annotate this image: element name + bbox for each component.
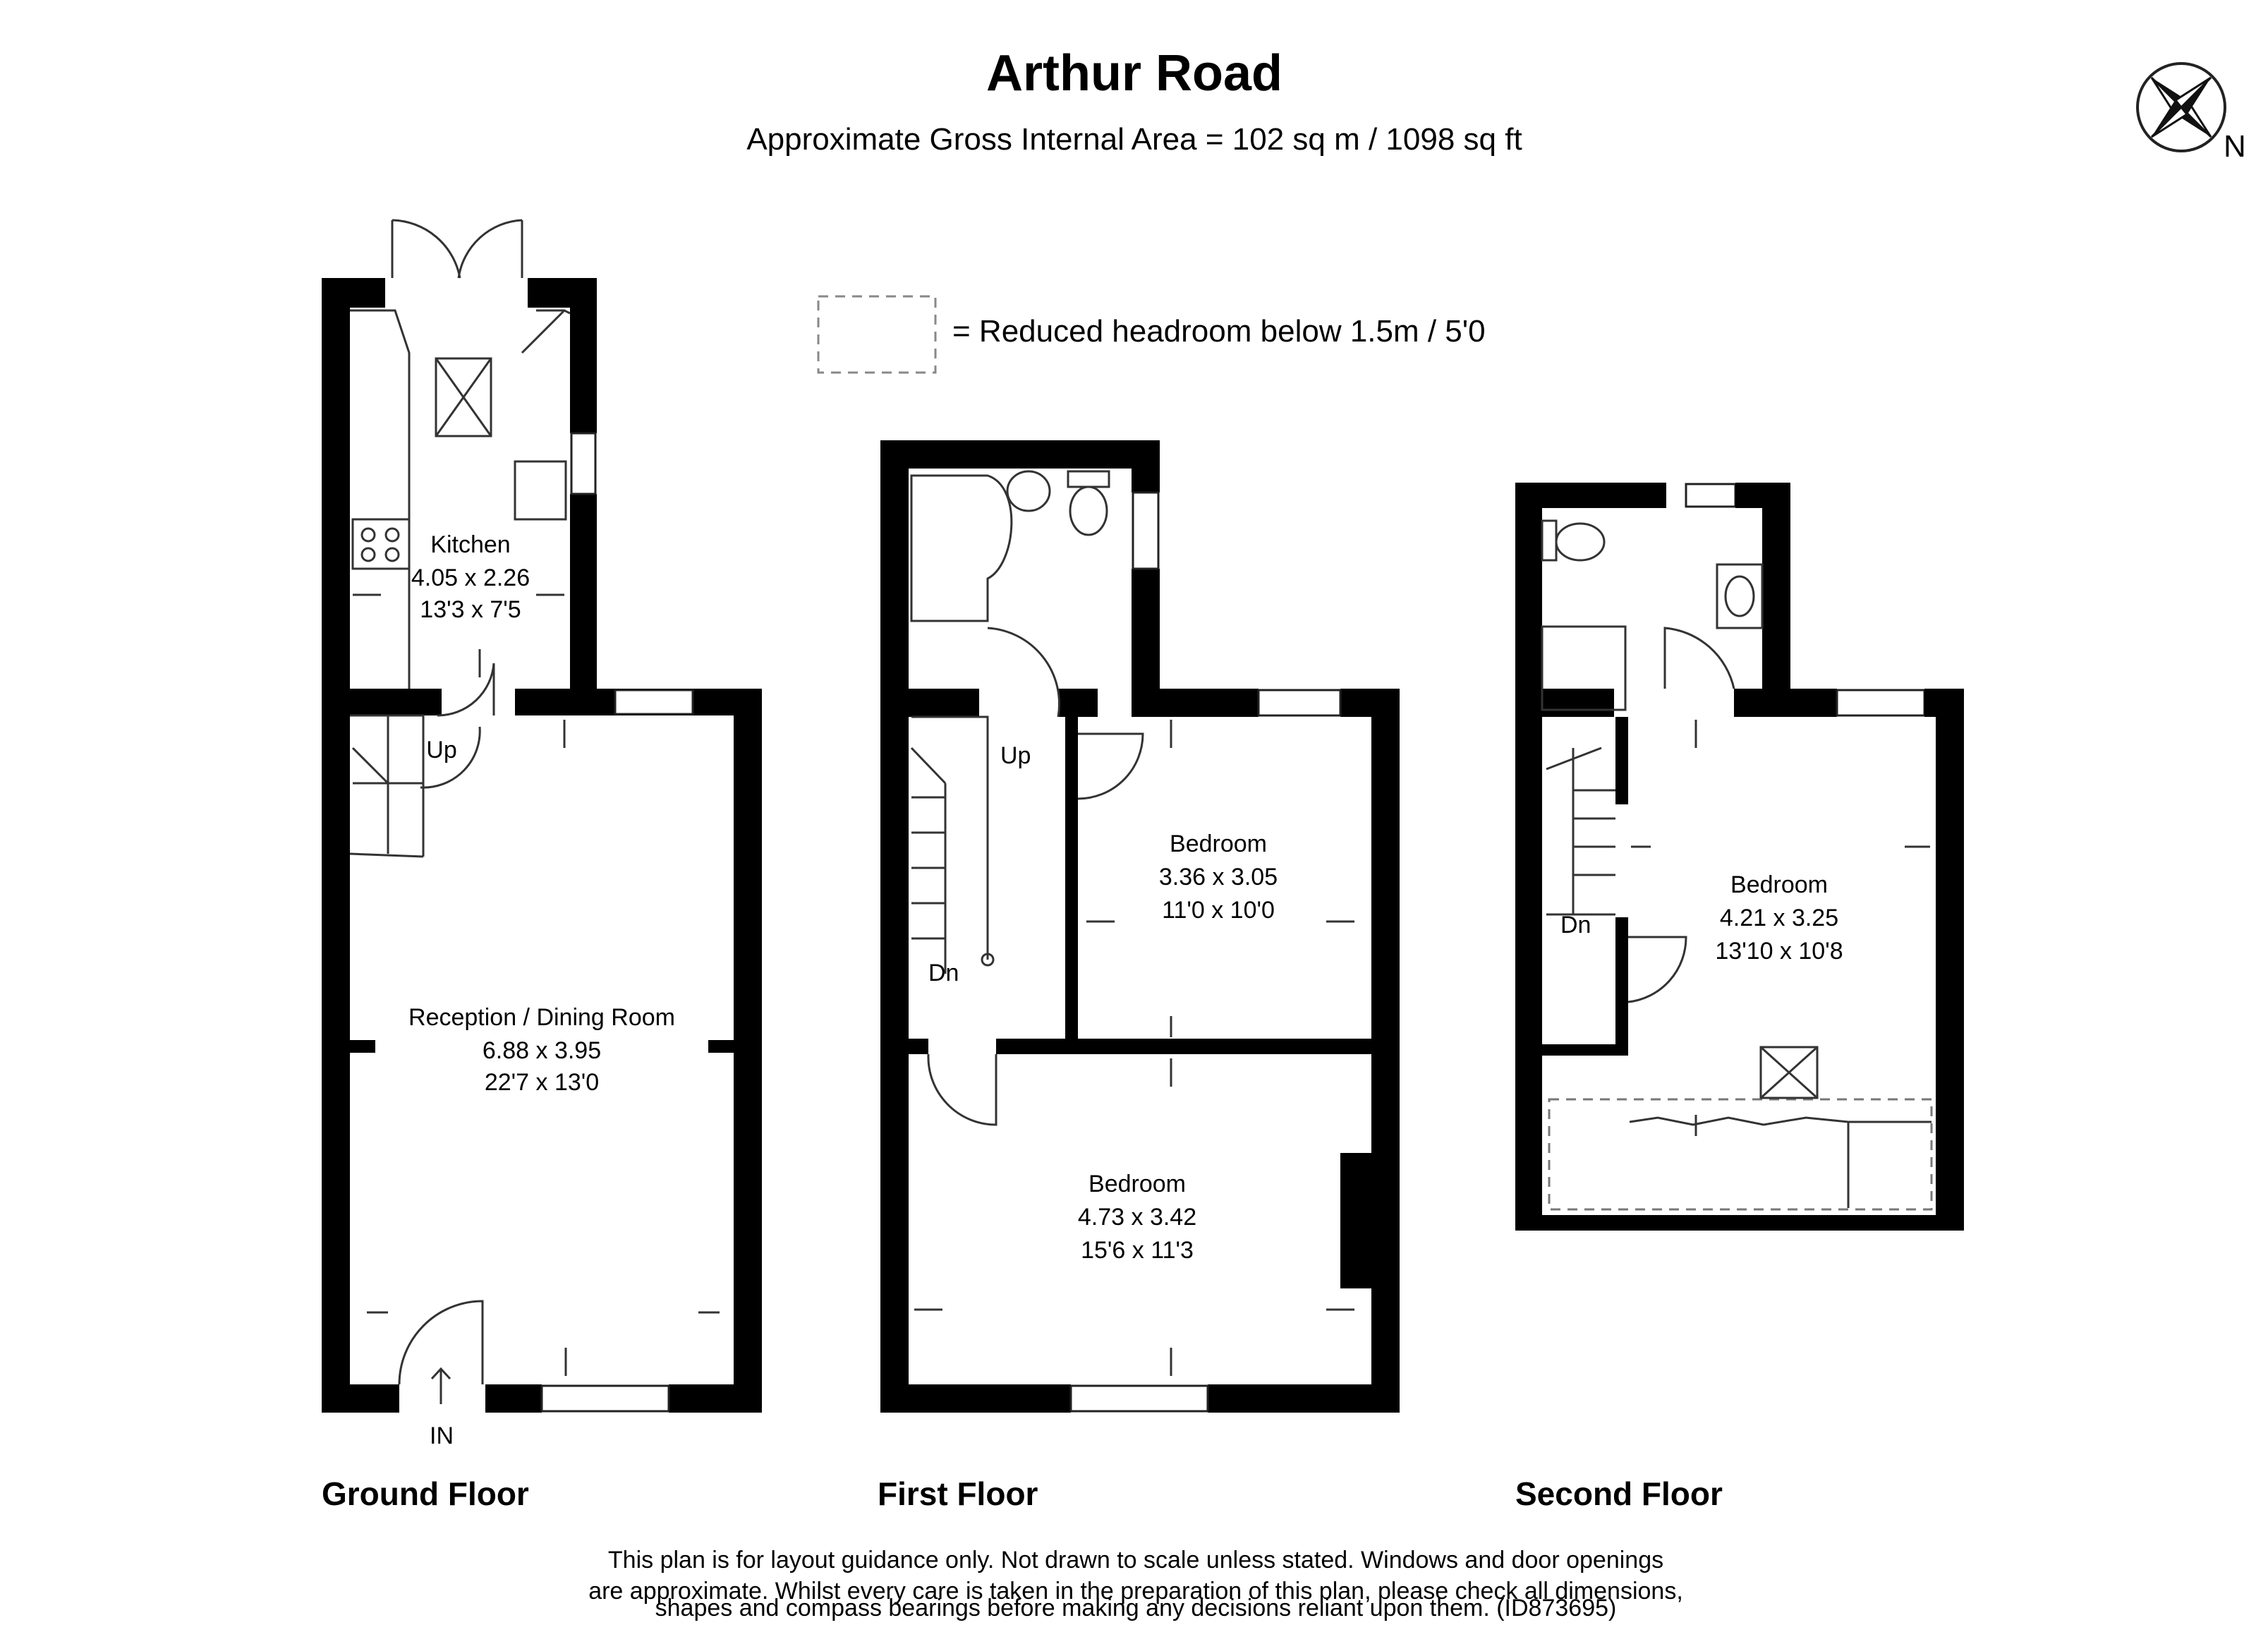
- reception-metric: 6.88 x 3.95: [483, 1037, 601, 1064]
- kitchen-imperial: 13'3 x 7'5: [420, 596, 521, 623]
- bedroom-b-name: Bedroom: [1088, 1171, 1186, 1197]
- first-stair-up-label: Up: [1000, 742, 1031, 769]
- legend-label: = Reduced headroom below 1.5m / 5'0: [952, 314, 1486, 349]
- bedroom-b-metric: 4.73 x 3.42: [1078, 1204, 1196, 1231]
- disclaimer-line-1: This plan is for layout guidance only. N…: [608, 1547, 1663, 1573]
- bedroom-a-metric: 3.36 x 3.05: [1159, 864, 1278, 890]
- second-bedroom-name: Bedroom: [1730, 871, 1828, 898]
- second-bedroom-imperial: 13'10 x 10'8: [1715, 938, 1843, 965]
- first-floor-label: First Floor: [878, 1475, 1038, 1512]
- entrance-label: IN: [430, 1422, 454, 1449]
- kitchen-metric: 4.05 x 2.26: [411, 564, 530, 591]
- disclaimer-line-2: are approximate. Whilst every care is ta…: [588, 1578, 1683, 1605]
- disclaimer-line-3: shapes and compass bearings before makin…: [655, 1595, 1617, 1621]
- gross-area-subtitle: Approximate Gross Internal Area = 102 sq…: [746, 122, 1522, 157]
- second-bedroom-metric: 4.21 x 3.25: [1720, 905, 1838, 931]
- second-stair-down-label: Dn: [1560, 912, 1591, 938]
- compass-rose-icon: [2136, 62, 2226, 152]
- first-stair-down-label: Dn: [928, 960, 959, 986]
- bedroom-b-imperial: 15'6 x 11'3: [1081, 1237, 1194, 1264]
- reception-imperial: 22'7 x 13'0: [485, 1069, 599, 1096]
- ground-floor-label: Ground Floor: [322, 1475, 529, 1512]
- compass-north-label: N: [2224, 129, 2246, 164]
- reduced-headroom-swatch: [817, 295, 937, 374]
- ground-floor-plan: [322, 219, 762, 1413]
- second-floor-label: Second Floor: [1515, 1475, 1723, 1512]
- reception-name: Reception / Dining Room: [408, 1004, 675, 1031]
- plan-title: Arthur Road: [986, 45, 1282, 102]
- second-floor-plan: [1515, 483, 1964, 1231]
- bedroom-a-imperial: 11'0 x 10'0: [1162, 897, 1275, 924]
- first-floor-plan: [880, 440, 1400, 1413]
- bedroom-a-name: Bedroom: [1170, 830, 1267, 857]
- kitchen-name: Kitchen: [430, 531, 510, 558]
- ground-stair-up-label: Up: [426, 737, 456, 763]
